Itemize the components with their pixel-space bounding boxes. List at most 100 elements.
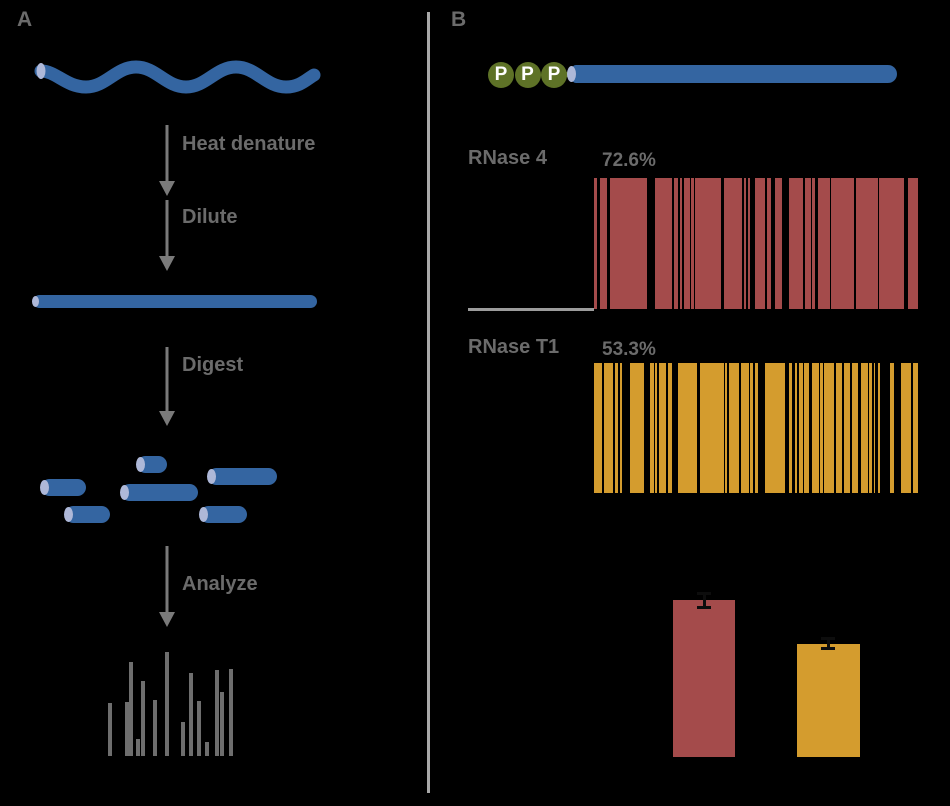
arrow-dilute — [159, 200, 175, 271]
spectrum-peak — [128, 662, 133, 756]
spectrum-peak — [204, 742, 209, 756]
error-bar-cap — [697, 606, 711, 609]
folded-rna-wave — [34, 60, 321, 94]
rna-fragment — [64, 506, 110, 523]
phosphate-circle: P — [488, 62, 514, 88]
panel-divider — [427, 12, 430, 793]
spectrum-peak — [136, 739, 140, 756]
phosphate-circle: P — [514, 62, 541, 88]
spectrum-peak — [152, 700, 157, 756]
step-label-dilute: Dilute — [182, 206, 238, 228]
rna-fragment — [199, 506, 247, 523]
spectrum-peak — [197, 701, 201, 756]
coverage-segment — [695, 178, 721, 309]
coverage-segment — [878, 363, 881, 493]
coverage-track-rnase4 — [594, 178, 918, 309]
coverage-track-rnase-t1 — [594, 363, 918, 493]
rna-transcript-bar — [572, 65, 897, 83]
coverage-segment — [744, 178, 746, 309]
coverage-segment — [654, 178, 672, 309]
panel-a-label: A — [17, 8, 33, 31]
coverage-segment — [789, 363, 792, 493]
phosphate-letter: P — [521, 64, 534, 85]
rna-end-cap — [136, 457, 145, 472]
step-label-analyze: Analyze — [182, 573, 258, 595]
rna-fragment — [120, 484, 198, 501]
coverage-segment — [789, 178, 803, 309]
coverage-segment — [856, 178, 878, 309]
coverage-segment — [741, 363, 749, 493]
coverage-segment — [812, 178, 815, 309]
coverage-segment — [820, 363, 824, 493]
denatured-rna-bar — [32, 295, 317, 308]
coverage-segment — [615, 363, 618, 493]
coverage-segment — [594, 178, 597, 309]
error-bar-line — [703, 592, 706, 609]
error-bar-line — [827, 637, 830, 650]
arrow-heat-denature — [159, 125, 175, 196]
coverage-segment — [913, 363, 918, 493]
coverage-segment — [812, 363, 819, 493]
coverage-segment — [824, 363, 834, 493]
spectrum-peak — [220, 692, 224, 756]
spectrum-peak — [181, 722, 185, 756]
coverage-bar — [797, 644, 860, 757]
spectrum-peak — [141, 681, 145, 756]
rnase4-label: RNase 4 — [468, 147, 547, 169]
coverage-segment — [654, 363, 658, 493]
rna-end-cap — [207, 469, 216, 484]
rna-end-cap — [32, 296, 39, 307]
rna-end-cap — [567, 66, 576, 82]
coverage-segment — [699, 363, 724, 493]
coverage-segment — [901, 363, 912, 493]
error-bar-cap — [821, 647, 835, 650]
coverage-segment — [659, 363, 666, 493]
coverage-segment — [599, 178, 607, 309]
rna-fragment — [40, 479, 86, 496]
coverage-segment — [844, 363, 850, 493]
coverage-segment — [684, 178, 690, 309]
coverage-segment — [629, 363, 645, 493]
rnase-t1-label: RNase T1 — [468, 336, 560, 358]
rnase4-coverage-pct: 72.6% — [602, 150, 656, 171]
coverage-segment — [860, 363, 869, 493]
coverage-segment — [831, 178, 854, 309]
spectrum-peak — [215, 670, 219, 756]
rna-fragment — [136, 456, 167, 473]
coverage-segment — [667, 363, 673, 493]
coverage-segment — [851, 363, 859, 493]
rna-end-cap — [120, 485, 129, 500]
spectrum-peak — [228, 669, 233, 756]
coverage-segment — [873, 363, 876, 493]
coverage-segment — [817, 178, 830, 309]
rna-end-cap — [199, 507, 208, 522]
coverage-segment — [803, 363, 810, 493]
coverage-segment — [804, 178, 812, 309]
spectrum-peak — [124, 702, 129, 756]
coverage-segment — [755, 363, 758, 493]
coverage-segment — [869, 363, 872, 493]
coverage-bar — [673, 600, 735, 757]
coverage-segment — [765, 363, 786, 493]
coverage-segment — [749, 363, 754, 493]
arrow-analyze — [159, 546, 175, 627]
coverage-segment — [677, 363, 698, 493]
coverage-segment — [650, 363, 654, 493]
phosphate-letter: P — [494, 64, 508, 85]
coverage-segment — [767, 178, 771, 309]
coverage-segment — [890, 363, 894, 493]
coverage-segment — [729, 363, 740, 493]
phosphate-circle: P — [541, 62, 567, 88]
coverage-segment — [619, 363, 623, 493]
rna-end-cap — [40, 480, 49, 495]
coverage-segment — [609, 178, 647, 309]
coverage-segment — [879, 178, 905, 309]
phosphate-letter: P — [547, 64, 561, 85]
step-label-heat-denature: Heat denature — [182, 133, 316, 155]
panel-b-label: B — [451, 8, 467, 31]
coverage-segment — [723, 178, 743, 309]
rnase4-baseline — [468, 308, 594, 311]
rnase-t1-coverage-pct: 53.3% — [602, 339, 656, 360]
rna-fragment — [207, 468, 277, 485]
